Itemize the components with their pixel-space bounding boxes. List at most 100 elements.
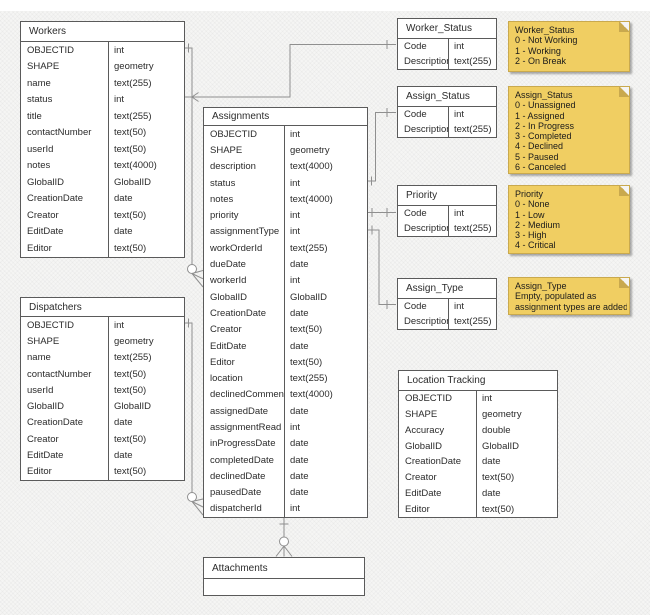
field-type: date — [284, 435, 367, 452]
field-type: text(50) — [108, 240, 184, 257]
field-row: GlobalID GlobalID — [399, 438, 557, 454]
field-name: Code — [404, 109, 427, 120]
field-name: Code — [404, 301, 427, 312]
field-type: text(50) — [108, 365, 184, 383]
field-row: name text(255) — [21, 349, 184, 366]
table-location-tracking[interactable]: Location Tracking OBJECTID int SHAPE geo… — [398, 370, 558, 518]
field-name: OBJECTID — [210, 128, 257, 140]
field-type: date — [108, 190, 184, 207]
field-type: text(50) — [108, 463, 184, 480]
connector-assignments-attachments[interactable] — [275, 515, 293, 557]
field-row: notes text(4000) — [204, 191, 367, 208]
field-name: Creator — [27, 433, 59, 445]
field-row: Editor text(50) — [21, 463, 184, 480]
field-row: SHAPE geometry — [204, 142, 367, 159]
field-type: geometry — [108, 58, 184, 75]
field-type: int — [448, 299, 496, 314]
note-title: Priority — [515, 189, 544, 199]
field-row: status int — [21, 91, 184, 108]
field-name: location — [210, 373, 243, 385]
note-title: Assign_Type — [515, 281, 567, 291]
connector-assignments-assign-status[interactable] — [368, 108, 396, 186]
field-name: CreationDate — [210, 307, 266, 319]
field-name: notes — [27, 160, 51, 172]
field-name: assignedDate — [210, 405, 269, 417]
field-name: Description — [404, 316, 448, 327]
table-priority[interactable]: Priority Code int Description text(255) — [397, 185, 497, 237]
field-row: priority int — [204, 207, 367, 224]
field-row: Code int — [398, 39, 496, 54]
field-type: date — [284, 305, 367, 322]
table-dispatchers[interactable]: Dispatchers OBJECTID int SHAPE geometry … — [20, 297, 185, 481]
field-name: declinedDate — [210, 470, 266, 482]
field-row: Editor text(50) — [399, 501, 557, 517]
field-type: text(255) — [284, 240, 367, 257]
field-type: text(50) — [476, 469, 557, 486]
field-name: status — [27, 94, 53, 106]
field-name: Code — [404, 41, 427, 52]
field-name: contactNumber — [27, 127, 92, 139]
field-name: assignmentRead — [210, 421, 282, 433]
empty-row — [204, 579, 364, 595]
field-row: title text(255) — [21, 108, 184, 125]
connector-dispatchers-assignments[interactable] — [185, 318, 204, 516]
field-type: text(255) — [108, 75, 184, 92]
top-margin — [0, 0, 650, 11]
field-row: pausedDate date — [204, 484, 367, 501]
table-assign-type[interactable]: Assign_Type Code int Description text(25… — [397, 278, 497, 330]
field-type: GlobalID — [108, 174, 184, 191]
table-title: Attachments — [204, 558, 364, 579]
field-row: CreationDate date — [21, 190, 184, 207]
field-type: int — [108, 91, 184, 108]
table-title: Priority — [398, 186, 496, 206]
note-fold-icon — [619, 87, 629, 97]
field-name: Description — [404, 124, 448, 135]
table-workers[interactable]: Workers OBJECTID int SHAPE geometry name… — [20, 21, 185, 258]
field-row: declinedComment text(4000) — [204, 386, 367, 404]
field-row: description text(4000) — [204, 158, 367, 175]
field-name: Creator — [210, 324, 242, 336]
field-name: Description — [404, 223, 448, 234]
connector-workers-assignments[interactable] — [185, 43, 204, 288]
field-row: GlobalID GlobalID — [21, 174, 184, 191]
table-worker-status[interactable]: Worker_Status Code int Description text(… — [397, 18, 497, 70]
field-type: text(255) — [108, 349, 184, 366]
field-name: name — [27, 352, 51, 364]
connector-workers-worker-status[interactable] — [185, 40, 396, 102]
field-name: GlobalID — [405, 440, 442, 452]
field-name: description — [210, 161, 256, 173]
table-attachments[interactable]: Attachments — [203, 557, 365, 596]
field-type: text(255) — [448, 314, 496, 329]
field-row: Creator text(50) — [21, 207, 184, 224]
table-title: Assign_Type — [398, 279, 496, 299]
note-line: 1 - Working — [515, 45, 561, 56]
field-row: Creator text(50) — [204, 321, 367, 338]
field-row: EditDate date — [21, 223, 184, 240]
field-row: completedDate date — [204, 451, 367, 469]
field-name: OBJECTID — [27, 319, 74, 331]
connector-assignments-priority[interactable] — [368, 208, 396, 217]
field-name: GlobalID — [27, 176, 64, 188]
field-row: EditDate date — [204, 337, 367, 355]
note-line: 1 - Low — [515, 209, 545, 220]
field-row: Creator text(50) — [399, 469, 557, 486]
field-name: declinedComment — [210, 389, 284, 401]
field-type: text(50) — [284, 321, 367, 338]
table-assign-status[interactable]: Assign_Status Code int Description text(… — [397, 86, 497, 138]
field-type: geometry — [108, 333, 184, 350]
field-row: userId text(50) — [21, 382, 184, 399]
note-line: 2 - Medium — [515, 219, 561, 230]
field-name: title — [27, 110, 42, 122]
field-row: Description text(255) — [398, 221, 496, 236]
field-name: CreationDate — [405, 456, 461, 468]
connector-assignments-assign-type[interactable] — [368, 225, 396, 310]
table-assignments[interactable]: Assignments OBJECTID int SHAPE geometry … — [203, 107, 368, 519]
field-name: EditDate — [405, 487, 442, 499]
note-line: 4 - Declined — [515, 141, 564, 152]
field-type: int — [284, 174, 367, 192]
field-type: int — [448, 107, 496, 122]
